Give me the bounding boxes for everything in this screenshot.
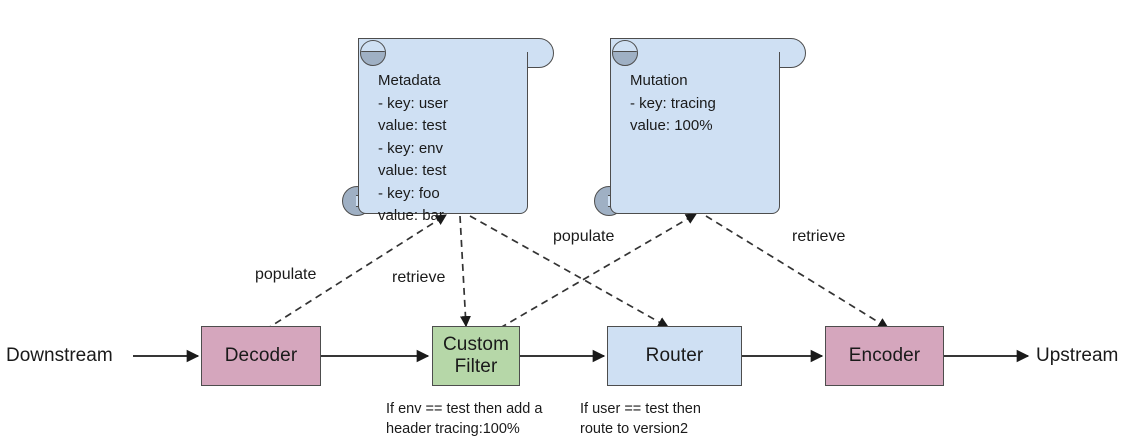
edge-metadata-retrieve-customfilter	[459, 215, 471, 328]
node-encoder[interactable]: Encoder	[825, 326, 944, 386]
metadata-text: Metadata - key: user value: test - key: …	[378, 72, 449, 224]
scroll-curl-top-icon	[612, 40, 638, 66]
node-decoder[interactable]: Decoder	[201, 326, 321, 386]
edge-label-mutation-populate: populate	[551, 228, 617, 246]
caption-router: If user == test then route to version2	[580, 401, 701, 437]
mutation-store: Mutation - key: tracing value: 100%	[594, 38, 810, 216]
mutation-text: Mutation - key: tracing value: 100%	[630, 72, 716, 134]
mutation-body	[610, 52, 780, 214]
edge-label-mutation-retrieve: retrieve	[790, 228, 848, 246]
downstream-label: Downstream	[6, 345, 113, 366]
caption-custom-filter: If env == test then add a header tracing…	[386, 401, 543, 437]
upstream-label: Upstream	[1036, 345, 1119, 366]
node-custom-filter[interactable]: Custom Filter	[432, 326, 520, 386]
metadata-store: Metadata - key: user value: test - key: …	[342, 38, 558, 224]
metadata-body	[358, 52, 528, 214]
node-router[interactable]: Router	[607, 326, 742, 386]
edge-label-metadata-populate: populate	[253, 266, 319, 284]
edge-label-metadata-retrieve: retrieve	[390, 269, 448, 287]
scroll-curl-top-icon	[360, 40, 386, 66]
